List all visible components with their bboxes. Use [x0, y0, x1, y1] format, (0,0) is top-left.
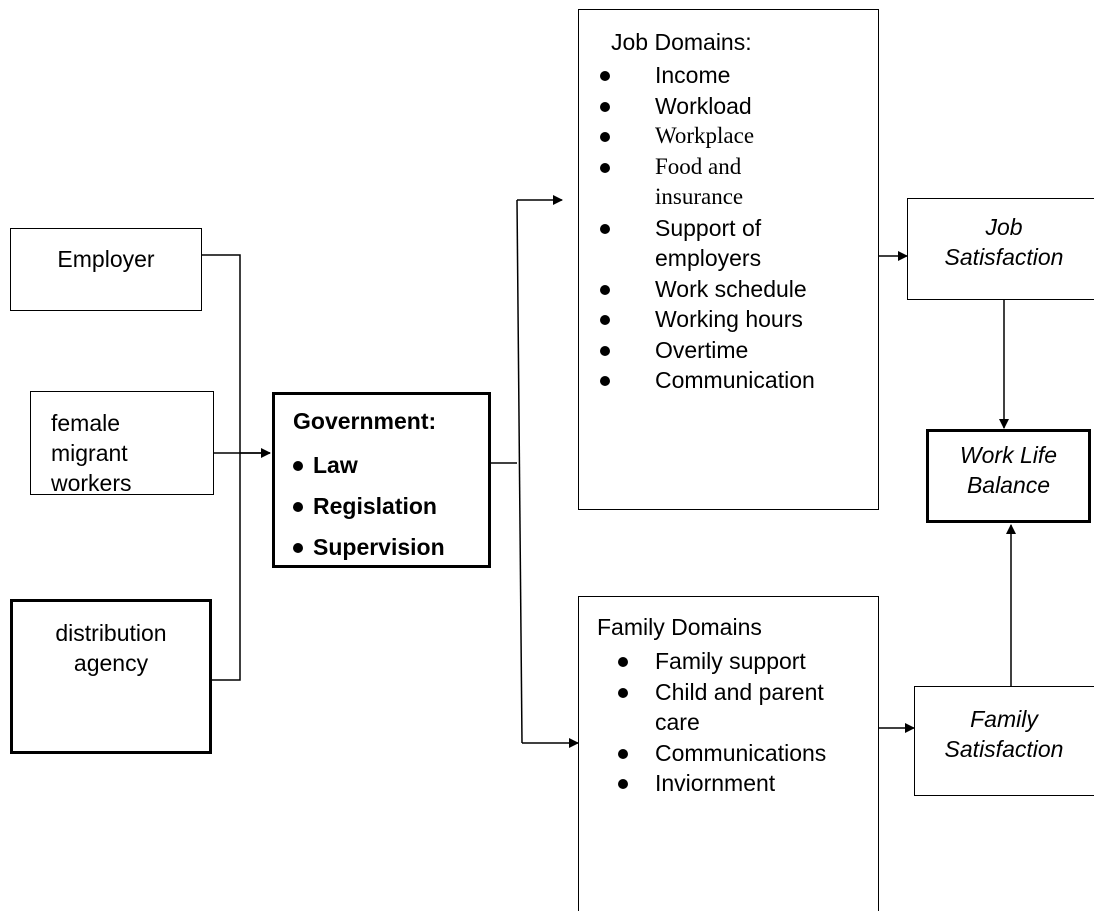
job-domain-label: Income [655, 62, 731, 88]
job-domains-box [578, 9, 879, 510]
bullet-icon [618, 687, 628, 698]
bullet-icon [293, 502, 303, 512]
family-satisfaction-label: Family Satisfaction [914, 704, 1094, 764]
family-domain-label: Family support [655, 648, 806, 674]
job-satisfaction-label: Job Satisfaction [907, 212, 1094, 272]
government-item-label: Supervision [313, 534, 445, 560]
job-domain-label: Workload [655, 92, 752, 119]
family-domain-item: Inviornment [618, 768, 868, 799]
government-item-label: Regislation [313, 493, 437, 519]
job-domain-item: Workplace [597, 121, 867, 152]
job-domain-item: Income [597, 60, 867, 91]
bullet-icon [293, 543, 303, 553]
migrant-workers-label: female migrant workers [51, 408, 132, 498]
family-domains-list: Family support Child and parent care Com… [618, 646, 868, 799]
family-satisfaction-line-1: Family [970, 706, 1038, 732]
agency-label: distribution agency [10, 618, 212, 678]
bullet-icon [600, 315, 610, 325]
migrant-workers-line-1: female [51, 410, 121, 436]
job-domain-label: Overtime [655, 336, 749, 363]
family-satisfaction-box [914, 686, 1094, 796]
bullet-icon [600, 132, 610, 142]
bullet-icon [618, 657, 628, 667]
migrant-workers-line-3: workers [51, 470, 132, 496]
bullet-icon [600, 223, 610, 234]
job-satisfaction-line-2: Satisfaction [944, 244, 1064, 270]
agency-line-2: agency [73, 650, 149, 676]
job-domain-item: Overtime [597, 335, 867, 366]
bullet-icon [618, 748, 628, 759]
bullet-icon [618, 779, 628, 789]
job-domain-item: Workload [597, 91, 867, 122]
family-satisfaction-line-2: Satisfaction [944, 736, 1064, 762]
job-satisfaction-box [907, 198, 1094, 300]
job-domain-label: insurance [655, 184, 744, 209]
family-domain-label: Inviornment [655, 770, 776, 796]
migrant-workers-box [30, 391, 214, 495]
bullet-icon [293, 461, 303, 471]
job-domain-label: Working hours [655, 306, 803, 332]
family-domains-box [578, 596, 879, 911]
work-life-balance-line-2: Balance [966, 472, 1051, 498]
job-domain-item: Communication [597, 365, 867, 396]
job-domain-label: employers [655, 245, 762, 271]
job-domain-item: Food and [597, 152, 867, 183]
bullet-icon [600, 162, 610, 173]
job-domain-label: Support of [655, 214, 762, 241]
family-domain-item-continued: care [618, 707, 868, 738]
job-domain-label: Food and [655, 153, 742, 179]
work-life-balance-label: Work Life Balance [926, 440, 1091, 500]
job-domain-item-continued: insurance [597, 182, 867, 213]
bullet-icon [600, 345, 610, 356]
split-vertical [516, 199, 523, 744]
agency-box [10, 599, 212, 754]
migrant-workers-line-2: migrant [51, 440, 128, 466]
family-domain-label: care [655, 709, 700, 735]
job-domain-label: Communication [655, 367, 815, 393]
government-title: Government: [293, 408, 437, 434]
agency-line-1: distribution [55, 620, 167, 646]
government-item-label: Law [313, 452, 358, 478]
job-domains-list: Income Workload Workplace Food and insur… [597, 60, 867, 396]
job-domain-item: Work schedule [597, 274, 867, 305]
work-life-balance-line-1: Work Life [959, 442, 1058, 468]
employer-label: Employer [57, 246, 155, 272]
job-domain-label: Workplace [655, 123, 755, 148]
job-domain-item: Working hours [597, 304, 867, 335]
job-satisfaction-line-1: Job [985, 214, 1023, 240]
work-life-balance-box [926, 429, 1091, 523]
government-box [272, 392, 491, 568]
bullet-icon [600, 284, 610, 295]
bullet-icon [600, 376, 610, 386]
job-domains-title: Job Domains: [611, 29, 752, 55]
family-domain-item: Child and parent [618, 677, 868, 708]
employer-connector [202, 254, 241, 681]
job-domain-label: Work schedule [655, 275, 807, 302]
family-domain-item: Family support [618, 646, 868, 677]
job-domain-item: Support of [597, 213, 867, 244]
family-domain-item: Communications [618, 738, 868, 769]
family-domain-label: Child and parent [655, 678, 824, 705]
bullet-icon [600, 71, 610, 81]
family-domains-title: Family Domains [597, 614, 762, 640]
job-domain-item-continued: employers [597, 243, 867, 274]
bullet-icon [600, 101, 610, 112]
employer-box [10, 228, 202, 311]
family-domain-label: Communications [655, 739, 827, 766]
